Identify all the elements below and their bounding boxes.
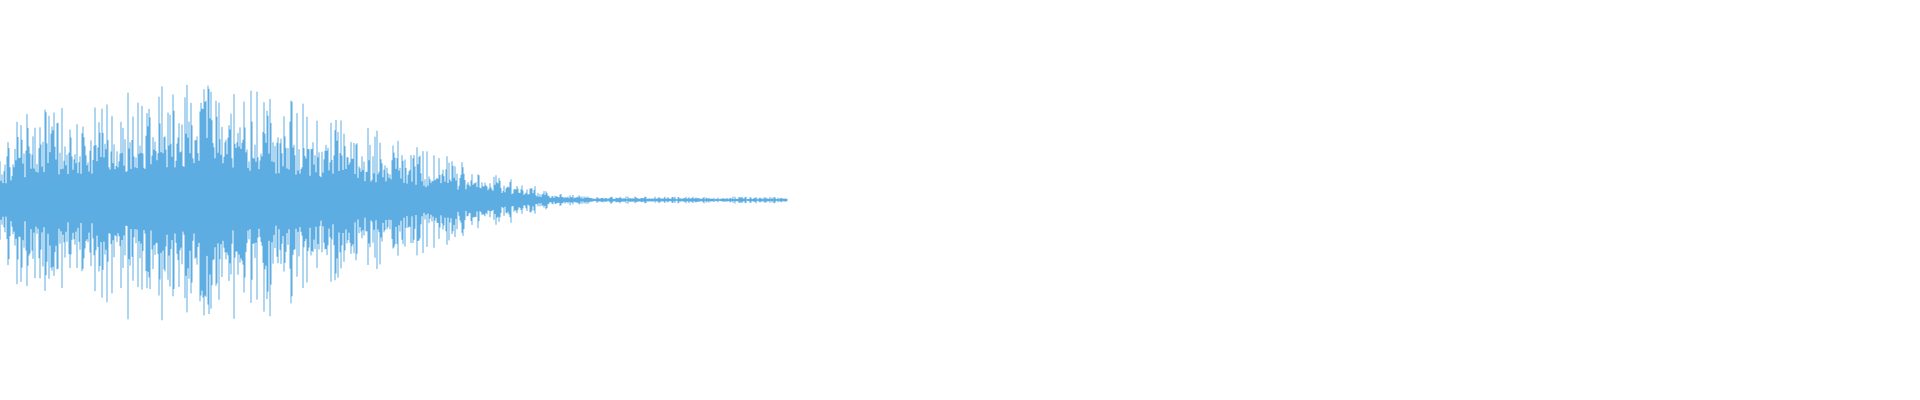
waveform-bars [0,84,788,321]
